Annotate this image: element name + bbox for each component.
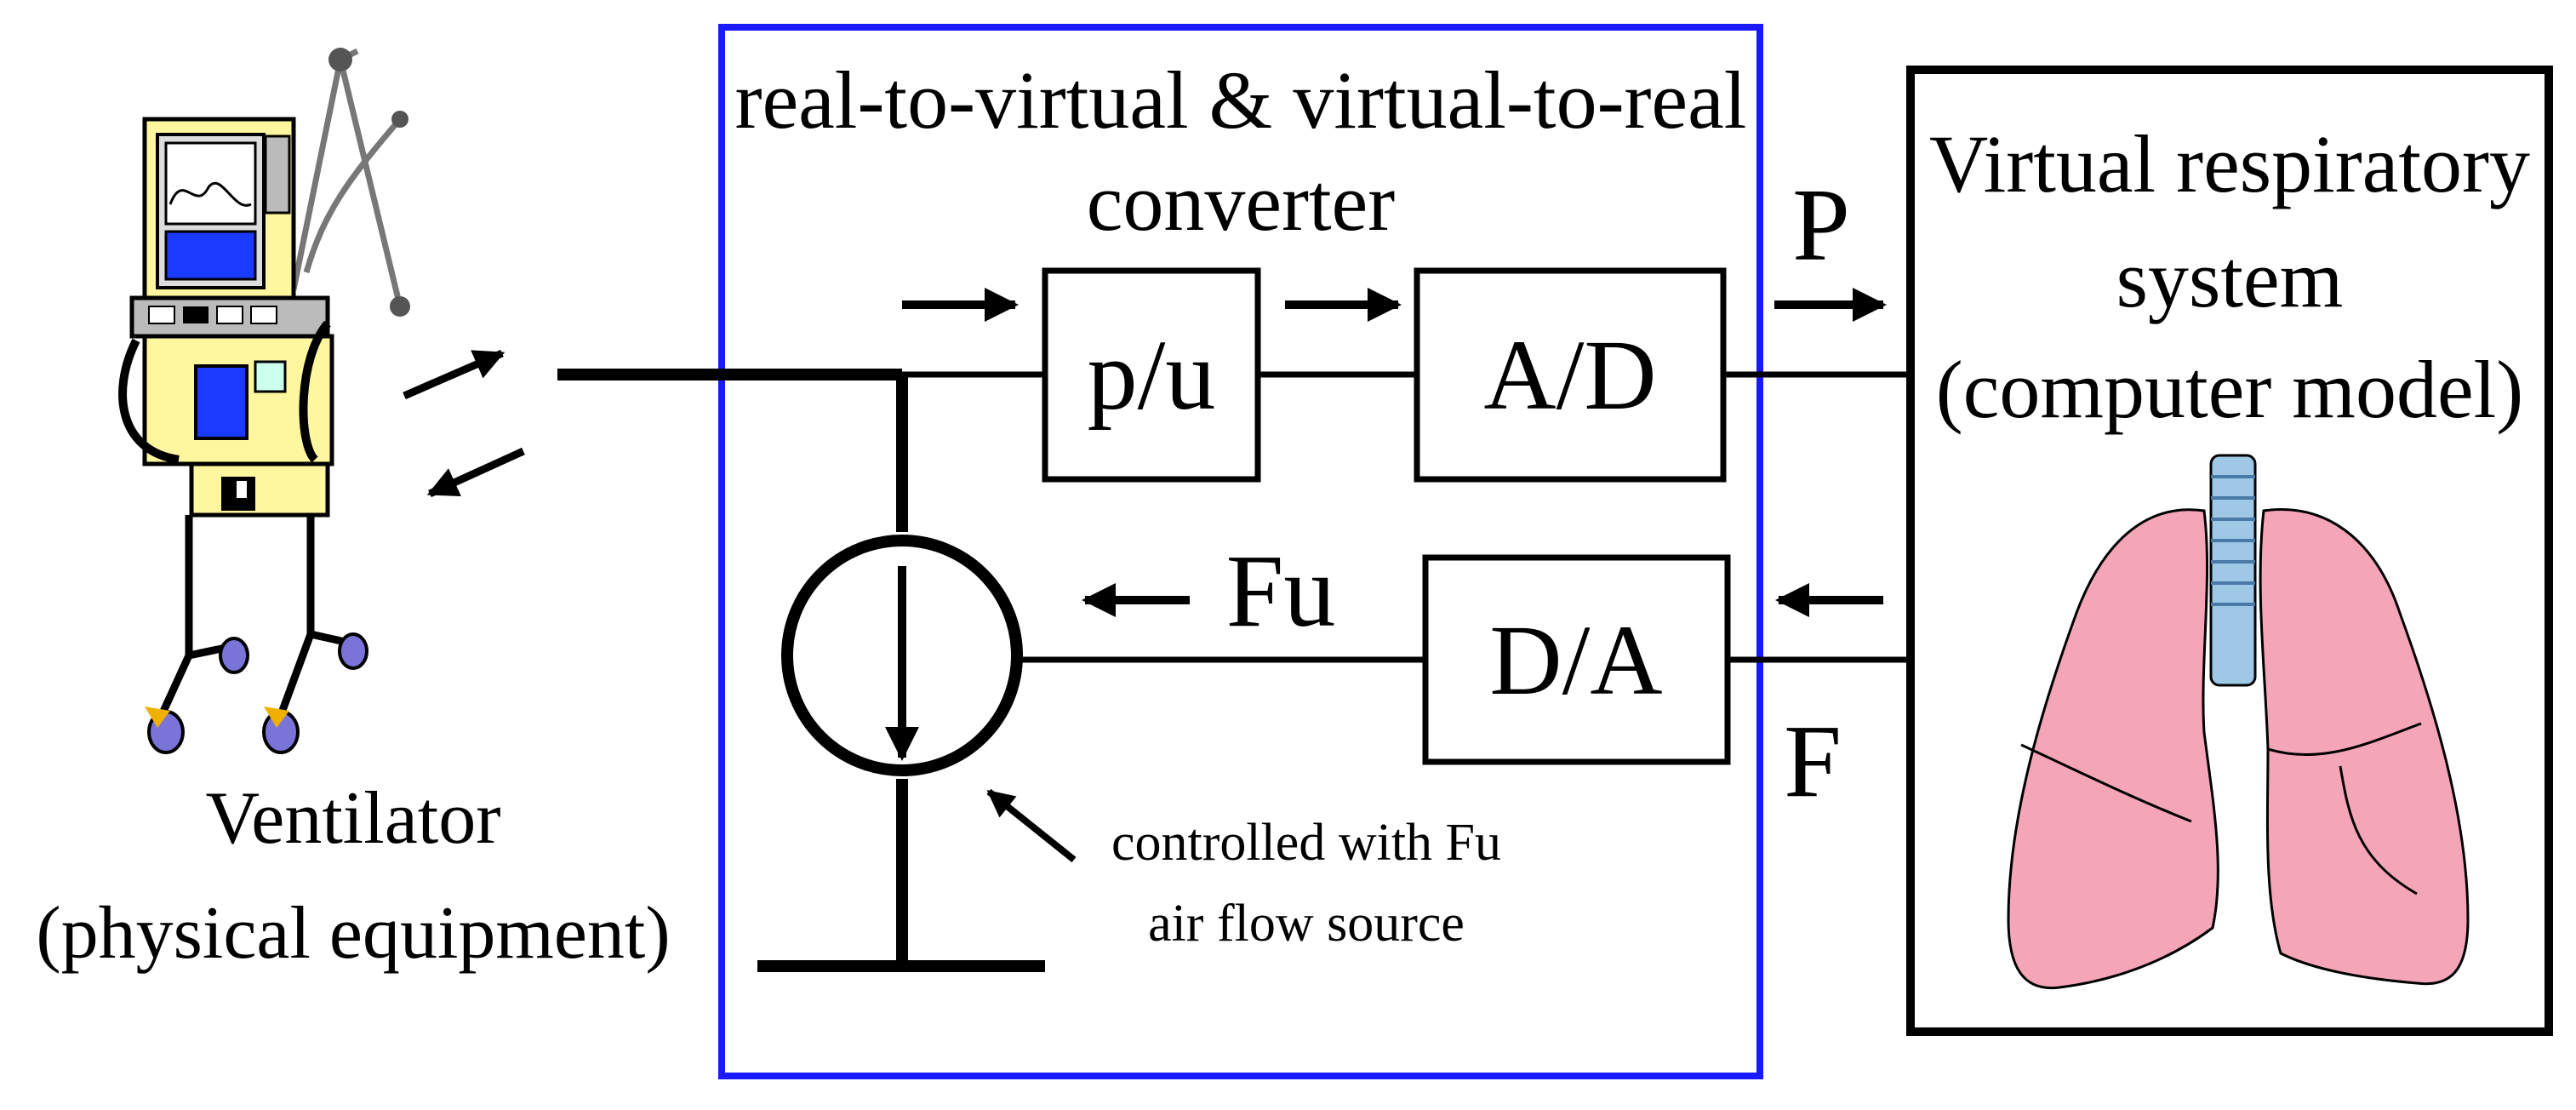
virtual-system-line3: (computer model) xyxy=(1936,344,2523,435)
source-annotation-arrow xyxy=(986,788,1077,863)
converter-title-line2: converter xyxy=(1087,157,1395,248)
virtual-system-line1: Virtual respiratory xyxy=(1929,118,2530,209)
ventilator-subtitle: (physical equipment) xyxy=(36,892,670,975)
pu-block-label: p/u xyxy=(1088,319,1216,431)
da-block xyxy=(1422,554,1731,765)
virtual-system-box xyxy=(1906,66,2553,1036)
source-note-line1: controlled with Fu xyxy=(1111,814,1501,872)
flow-signal-label: F xyxy=(1784,704,1842,819)
incoming-flow-arrow xyxy=(426,447,525,498)
source-note-line2: air flow source xyxy=(1148,895,1465,953)
pressure-signal-label: P xyxy=(1792,168,1850,283)
ventilator-icon xyxy=(118,48,410,754)
ad-block xyxy=(1414,267,1727,483)
fu-signal-label: Fu xyxy=(1226,534,1336,649)
pu-block xyxy=(1042,267,1261,483)
converter-title-line1: real-to-virtual & virtual-to-real xyxy=(735,54,1747,146)
converter-boundary xyxy=(718,24,1763,1079)
ad-block-label: A/D xyxy=(1483,319,1656,431)
virtual-system-line2: system xyxy=(2116,233,2344,324)
da-block-label: D/A xyxy=(1489,604,1662,716)
ventilator-title: Ventilator xyxy=(205,777,500,860)
lungs-icon xyxy=(2007,454,2470,990)
outgoing-flow-arrow xyxy=(403,349,505,400)
